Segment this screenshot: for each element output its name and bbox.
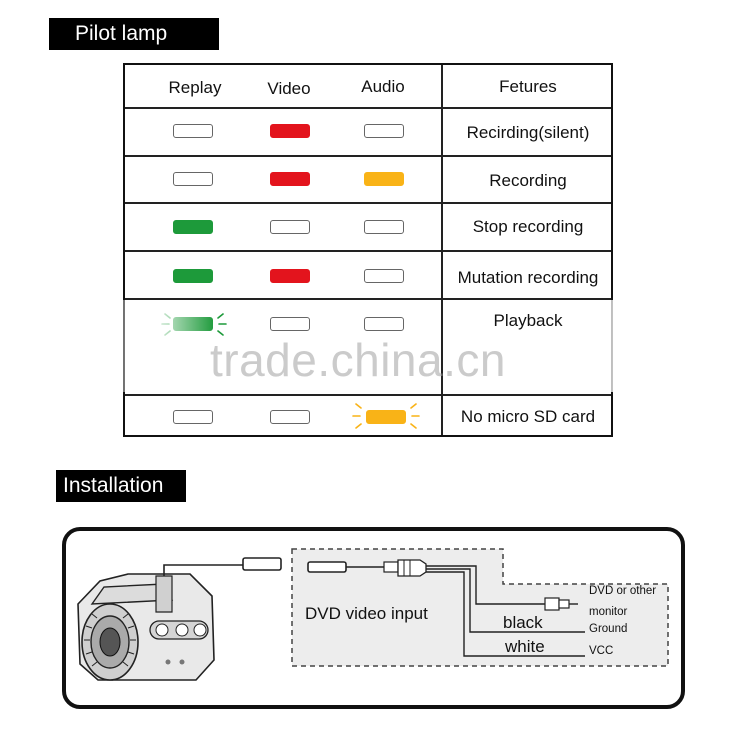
video-lamp-off bbox=[270, 317, 310, 331]
video-lamp-red bbox=[270, 124, 310, 138]
dvd-video-input-label: DVD video input bbox=[305, 604, 428, 623]
audio-lamp-off bbox=[364, 317, 404, 331]
table-row: No micro SD card bbox=[125, 396, 611, 437]
feature-label: Recording bbox=[489, 171, 567, 190]
feature-label: Mutation recording bbox=[457, 268, 599, 287]
replay-lamp-green bbox=[173, 269, 213, 283]
video-lamp-off bbox=[270, 410, 310, 424]
replay-lamp-off bbox=[173, 410, 213, 424]
header-features: Fetures bbox=[499, 77, 557, 96]
wire-black-label: black bbox=[503, 613, 543, 632]
audio-lamp-amber bbox=[364, 172, 404, 186]
feature-label: Stop recording bbox=[472, 217, 584, 236]
vcc-label: VCC bbox=[589, 645, 614, 657]
flash-rays-icon bbox=[352, 403, 420, 429]
pilot-lamp-table: Replay Video Audio Fetures Recirding(sil… bbox=[123, 63, 613, 437]
table-header-row: Replay Video Audio Fetures bbox=[125, 65, 611, 109]
monitor-label: monitor bbox=[589, 606, 628, 618]
watermark-text: trade.china.cn bbox=[210, 334, 506, 386]
pilot-lamp-title: Pilot lamp bbox=[49, 18, 219, 50]
dash-camera-icon bbox=[77, 573, 215, 681]
table-row: Recording bbox=[125, 157, 611, 204]
dvd-region bbox=[291, 548, 669, 667]
table-row: Mutation recording bbox=[125, 252, 611, 300]
watermark-fade-left bbox=[95, 300, 215, 392]
audio-lamp-off bbox=[364, 124, 404, 138]
video-lamp-red bbox=[270, 172, 310, 186]
replay-lamp-off bbox=[173, 124, 213, 138]
replay-lamp-off bbox=[173, 172, 213, 186]
header-audio: Audio bbox=[361, 77, 405, 96]
camera-connector-icon bbox=[242, 557, 282, 571]
replay-lamp-green bbox=[173, 220, 213, 234]
ground-label: Ground bbox=[589, 623, 628, 635]
audio-lamp-off bbox=[364, 220, 404, 234]
table-row: Stop recording bbox=[125, 204, 611, 252]
audio-lamp-off bbox=[364, 269, 404, 283]
audio-lamp-amber-flashing bbox=[366, 410, 406, 424]
wire-white-label: white bbox=[505, 637, 545, 656]
feature-label: Recirding(silent) bbox=[466, 123, 590, 142]
watermark-fade-right bbox=[560, 300, 680, 392]
table-row: Recirding(silent) bbox=[125, 109, 611, 157]
header-replay: Replay bbox=[168, 78, 222, 97]
wire-splitter-icon bbox=[383, 559, 427, 577]
camera-cable bbox=[163, 564, 245, 576]
output-wires bbox=[426, 565, 585, 657]
installation-title: Installation bbox=[56, 470, 186, 502]
video-lamp-red bbox=[270, 269, 310, 283]
feature-label: Playback bbox=[493, 311, 563, 330]
video-lamp-off bbox=[270, 220, 310, 234]
header-video: Video bbox=[267, 79, 311, 98]
rca-plug-icon bbox=[544, 597, 578, 611]
plug-connector-icon bbox=[307, 561, 347, 573]
dvd-other-label: DVD or other bbox=[589, 585, 657, 597]
feature-label: No micro SD card bbox=[460, 407, 596, 426]
